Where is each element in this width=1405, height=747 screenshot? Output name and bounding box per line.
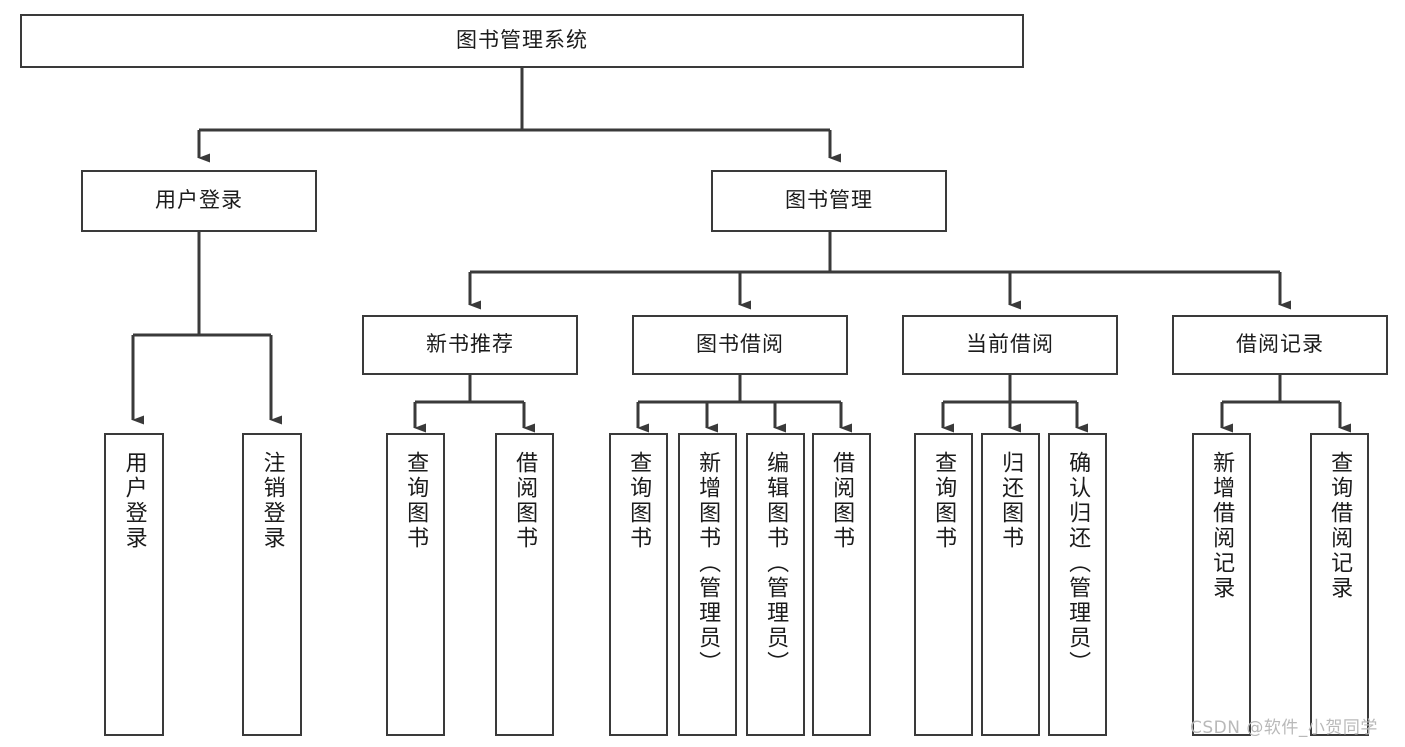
node-leaf-query-record-label: 查询借阅记录 bbox=[1327, 451, 1353, 601]
csdn-watermark: CSDN @软件_小贺同学 bbox=[1190, 718, 1378, 738]
connector-group-book-borrow bbox=[636, 375, 852, 433]
node-root[interactable]: 图书管理系统 bbox=[20, 14, 1024, 68]
node-borrow-record[interactable]: 借阅记录 bbox=[1172, 315, 1388, 375]
node-leaf-query-book-2[interactable]: 查询图书 bbox=[609, 433, 668, 736]
node-leaf-edit-book[interactable]: 编辑图书（管理员） bbox=[746, 433, 805, 736]
node-borrow-record-label: 借阅记录 bbox=[1236, 332, 1324, 357]
node-leaf-user-logout-label: 注销登录 bbox=[259, 451, 285, 551]
node-current-borrow-label: 当前借阅 bbox=[966, 332, 1054, 357]
node-user-login[interactable]: 用户登录 bbox=[81, 170, 317, 232]
node-leaf-add-book[interactable]: 新增图书（管理员） bbox=[678, 433, 737, 736]
node-leaf-return-book-label: 归还图书 bbox=[998, 451, 1024, 551]
node-leaf-borrow-book-1[interactable]: 借阅图书 bbox=[495, 433, 554, 736]
node-leaf-borrow-book-1-label: 借阅图书 bbox=[512, 451, 538, 551]
node-new-book-recommend-label: 新书推荐 bbox=[426, 332, 514, 357]
node-leaf-query-record[interactable]: 查询借阅记录 bbox=[1310, 433, 1369, 736]
node-leaf-query-book-3-label: 查询图书 bbox=[931, 451, 957, 551]
connector-group-user-login bbox=[131, 232, 282, 425]
node-leaf-user-logout[interactable]: 注销登录 bbox=[242, 433, 302, 736]
node-leaf-add-record-label: 新增借阅记录 bbox=[1209, 451, 1235, 601]
node-leaf-edit-book-label: 编辑图书（管理员） bbox=[763, 451, 789, 676]
connector-group-new-book-recommend bbox=[413, 375, 535, 433]
node-leaf-confirm-return-label: 确认归还（管理员） bbox=[1065, 451, 1091, 676]
connector-group-borrow-record bbox=[1220, 375, 1351, 433]
node-leaf-query-book-1-label: 查询图书 bbox=[403, 451, 429, 551]
node-book-borrow[interactable]: 图书借阅 bbox=[632, 315, 848, 375]
node-leaf-add-record[interactable]: 新增借阅记录 bbox=[1192, 433, 1251, 736]
node-leaf-user-login-label: 用户登录 bbox=[121, 451, 147, 551]
node-leaf-borrow-book-2[interactable]: 借阅图书 bbox=[812, 433, 871, 736]
node-user-login-label: 用户登录 bbox=[155, 188, 243, 213]
node-new-book-recommend[interactable]: 新书推荐 bbox=[362, 315, 578, 375]
node-leaf-query-book-1[interactable]: 查询图书 bbox=[386, 433, 445, 736]
node-root-label: 图书管理系统 bbox=[456, 28, 588, 53]
node-leaf-add-book-label: 新增图书（管理员） bbox=[695, 451, 721, 676]
node-leaf-query-book-3[interactable]: 查询图书 bbox=[914, 433, 973, 736]
node-leaf-confirm-return[interactable]: 确认归还（管理员） bbox=[1048, 433, 1107, 736]
node-book-borrow-label: 图书借阅 bbox=[696, 332, 784, 357]
node-leaf-query-book-2-label: 查询图书 bbox=[626, 451, 652, 551]
connector-group-current-borrow bbox=[941, 375, 1088, 433]
node-leaf-user-login[interactable]: 用户登录 bbox=[104, 433, 164, 736]
node-leaf-return-book[interactable]: 归还图书 bbox=[981, 433, 1040, 736]
node-current-borrow[interactable]: 当前借阅 bbox=[902, 315, 1118, 375]
node-book-manage-label: 图书管理 bbox=[785, 188, 873, 213]
connector-group-book-manage bbox=[468, 232, 1291, 310]
node-book-manage[interactable]: 图书管理 bbox=[711, 170, 947, 232]
node-leaf-borrow-book-2-label: 借阅图书 bbox=[829, 451, 855, 551]
connector-group-root bbox=[197, 68, 841, 163]
